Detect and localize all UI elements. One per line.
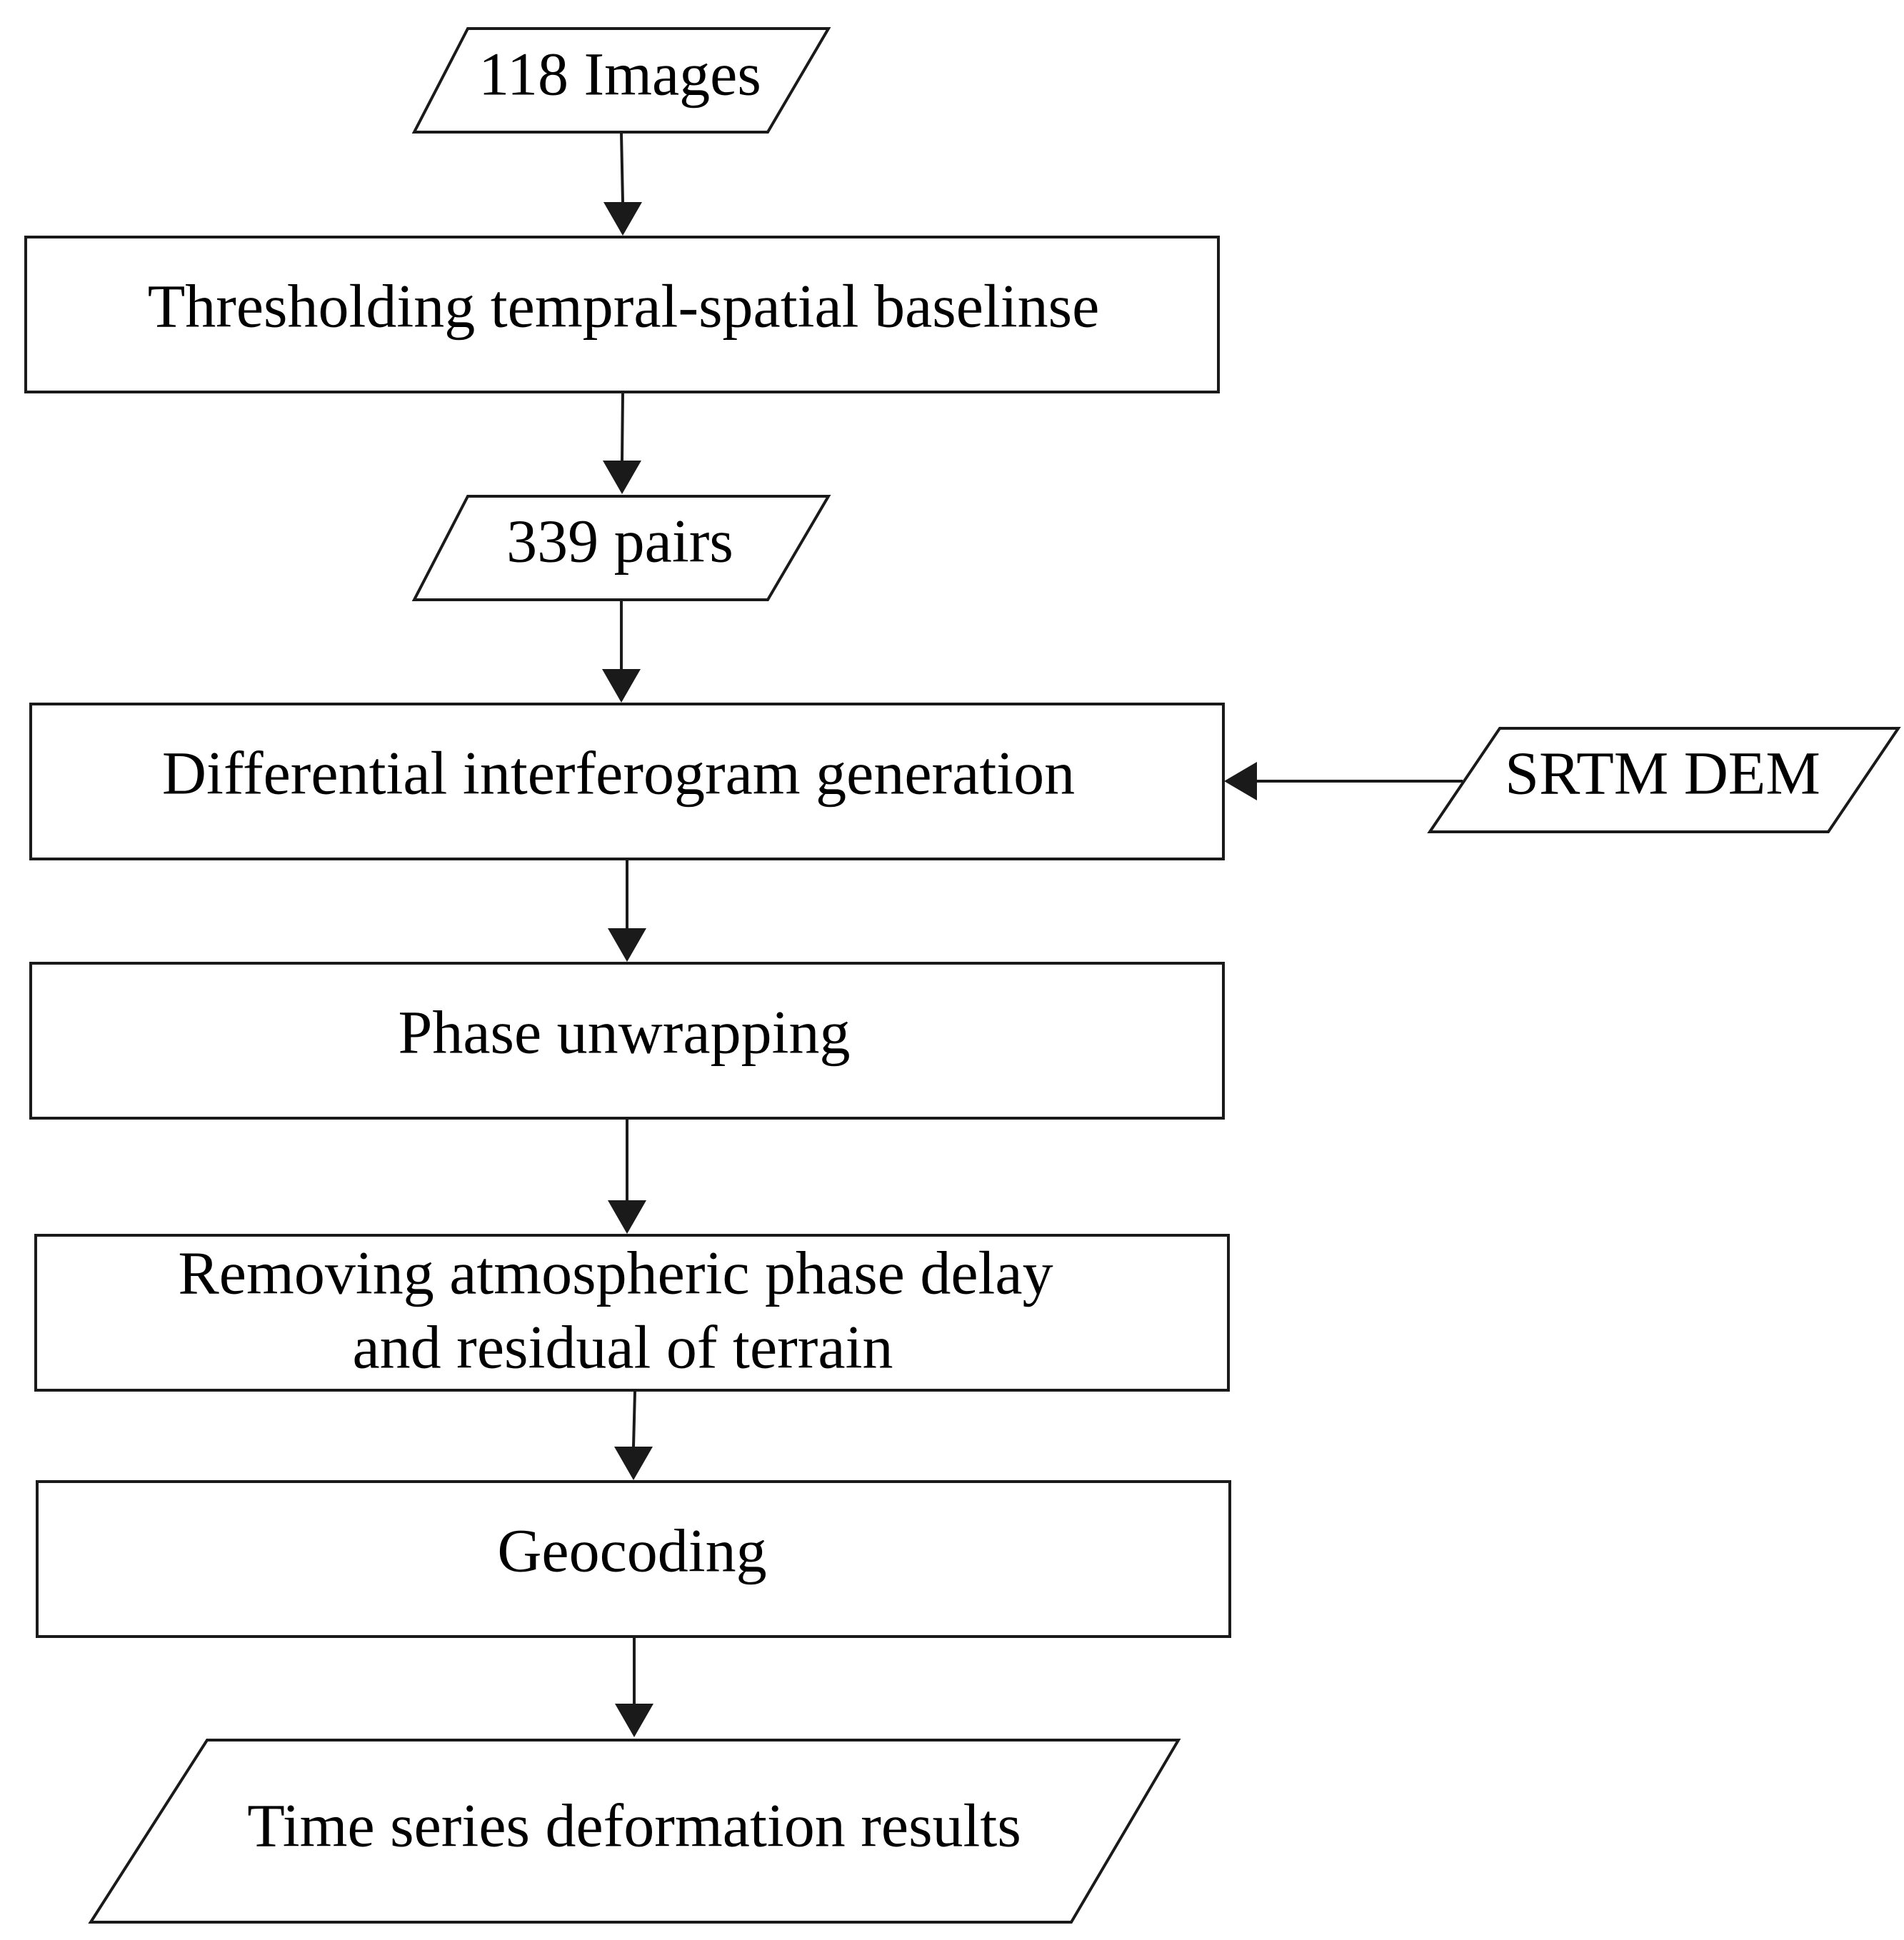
results-parallelogram	[88, 1739, 1181, 1924]
atmosphere-node: Removing atmospheric phase delay and res…	[34, 1234, 1230, 1392]
atmosphere-label-line2: and residual of terrain	[353, 1313, 893, 1382]
arrow-unwrapping-to-atmosphere	[608, 1120, 646, 1234]
arrow-images-to-baseline	[603, 133, 642, 236]
baseline-threshold-node: Thresholding tempral-spatial baselinse	[24, 236, 1220, 393]
interferogram-node: Differential interferogram generation	[29, 703, 1225, 860]
dem-parallelogram	[1427, 727, 1901, 833]
geocoding-label: Geocoding	[497, 1517, 766, 1585]
results-label: Time series deformation results	[247, 1791, 1021, 1860]
geocoding-box	[36, 1480, 1231, 1638]
arrow-dem-to-interferogram	[1224, 762, 1463, 800]
dem-node: SRTM DEM	[1427, 727, 1901, 833]
input-images-label: 118 Images	[478, 40, 761, 109]
pairs-node: 339 pairs	[411, 495, 831, 601]
results-node: Time series deformation results	[88, 1739, 1181, 1924]
arrow-pairs-to-interferogram	[602, 601, 641, 703]
input-images-parallelogram	[411, 27, 831, 134]
unwrapping-box	[29, 962, 1225, 1120]
unwrapping-node: Phase unwrapping	[29, 962, 1225, 1120]
atmosphere-label-line1: Removing atmospheric phase delay	[178, 1239, 1053, 1307]
dem-label: SRTM DEM	[1505, 739, 1820, 808]
atmosphere-box	[34, 1234, 1230, 1392]
arrow-interferogram-to-unwrapping	[608, 860, 646, 962]
geocoding-node: Geocoding	[36, 1480, 1231, 1638]
arrow-atmosphere-to-geocoding	[614, 1391, 653, 1480]
pairs-label: 339 pairs	[506, 507, 733, 576]
arrow-geocoding-to-results	[615, 1638, 653, 1737]
pairs-parallelogram	[411, 495, 831, 601]
interferogram-box	[29, 703, 1225, 860]
baseline-threshold-label: Thresholding tempral-spatial baselinse	[148, 272, 1100, 341]
unwrapping-label: Phase unwrapping	[399, 998, 851, 1067]
interferogram-label: Differential interferogram generation	[162, 739, 1075, 808]
baseline-threshold-box	[24, 236, 1220, 393]
input-images-node: 118 Images	[411, 27, 831, 134]
arrow-baseline-to-pairs	[603, 393, 641, 494]
